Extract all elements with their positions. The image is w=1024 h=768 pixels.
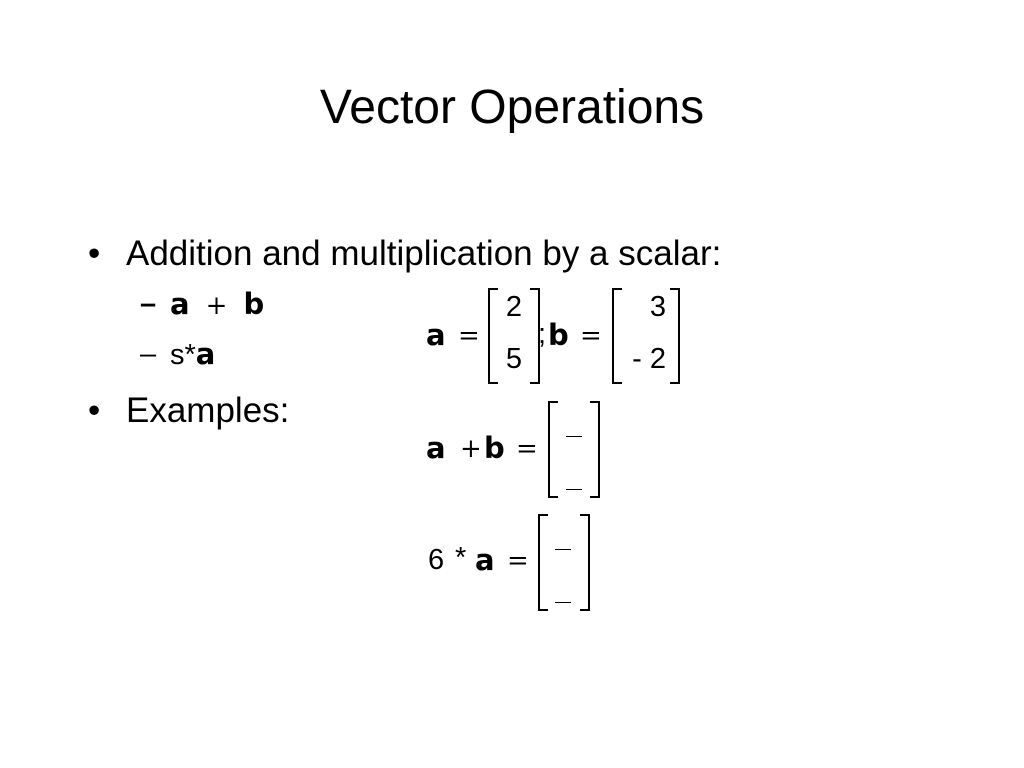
slide-title: Vector Operations	[319, 81, 705, 134]
equals-sign: =	[516, 434, 538, 464]
plus-operator: +	[460, 434, 482, 464]
bullet-marker: •	[88, 391, 101, 430]
blank-entry	[555, 549, 571, 550]
right-bracket	[590, 401, 600, 498]
sub-item-scalar-expression: s*a	[170, 337, 215, 372]
vector-a-symbol: a	[475, 543, 495, 577]
times-operator: *	[455, 542, 467, 574]
vector-b-symbol: b	[484, 431, 505, 465]
left-bracket	[538, 514, 548, 611]
left-bracket	[488, 288, 498, 384]
equals-sign: =	[458, 321, 480, 351]
vector-b-symbol: b	[548, 318, 569, 352]
sub-item-marker: –	[140, 338, 157, 370]
sub-item-sum-expression: a + b	[170, 287, 264, 323]
matrix-cell: 2	[505, 291, 523, 323]
plus-operator: +	[205, 291, 228, 321]
left-bracket	[548, 401, 558, 498]
blank-entry	[566, 489, 582, 490]
scalar-prefix: s*	[170, 339, 196, 371]
right-bracket	[530, 288, 540, 384]
bullet-text: Examples:	[126, 391, 290, 430]
right-bracket	[670, 288, 680, 384]
vector-a-symbol: a	[170, 287, 190, 321]
equals-sign: =	[580, 321, 602, 351]
right-bracket	[580, 514, 590, 611]
bullet-marker: •	[88, 234, 101, 273]
vector-b-symbol: b	[243, 287, 265, 321]
sub-item-marker: –	[140, 288, 157, 320]
equals-sign: =	[507, 546, 529, 576]
vector-a-symbol: a	[426, 318, 446, 352]
matrix-cell: - 2	[632, 343, 666, 375]
separator: ;	[538, 318, 547, 350]
matrix-cell: 5	[505, 343, 523, 375]
blank-entry	[555, 602, 571, 603]
scalar-value: 6	[428, 544, 445, 576]
bullet-text: Addition and multiplication by a scalar:	[126, 234, 722, 273]
left-bracket	[612, 288, 622, 384]
matrix-cell: 3	[649, 291, 666, 323]
vector-a-symbol: a	[426, 431, 446, 465]
blank-entry	[566, 436, 582, 437]
vector-a-symbol: a	[195, 337, 216, 371]
